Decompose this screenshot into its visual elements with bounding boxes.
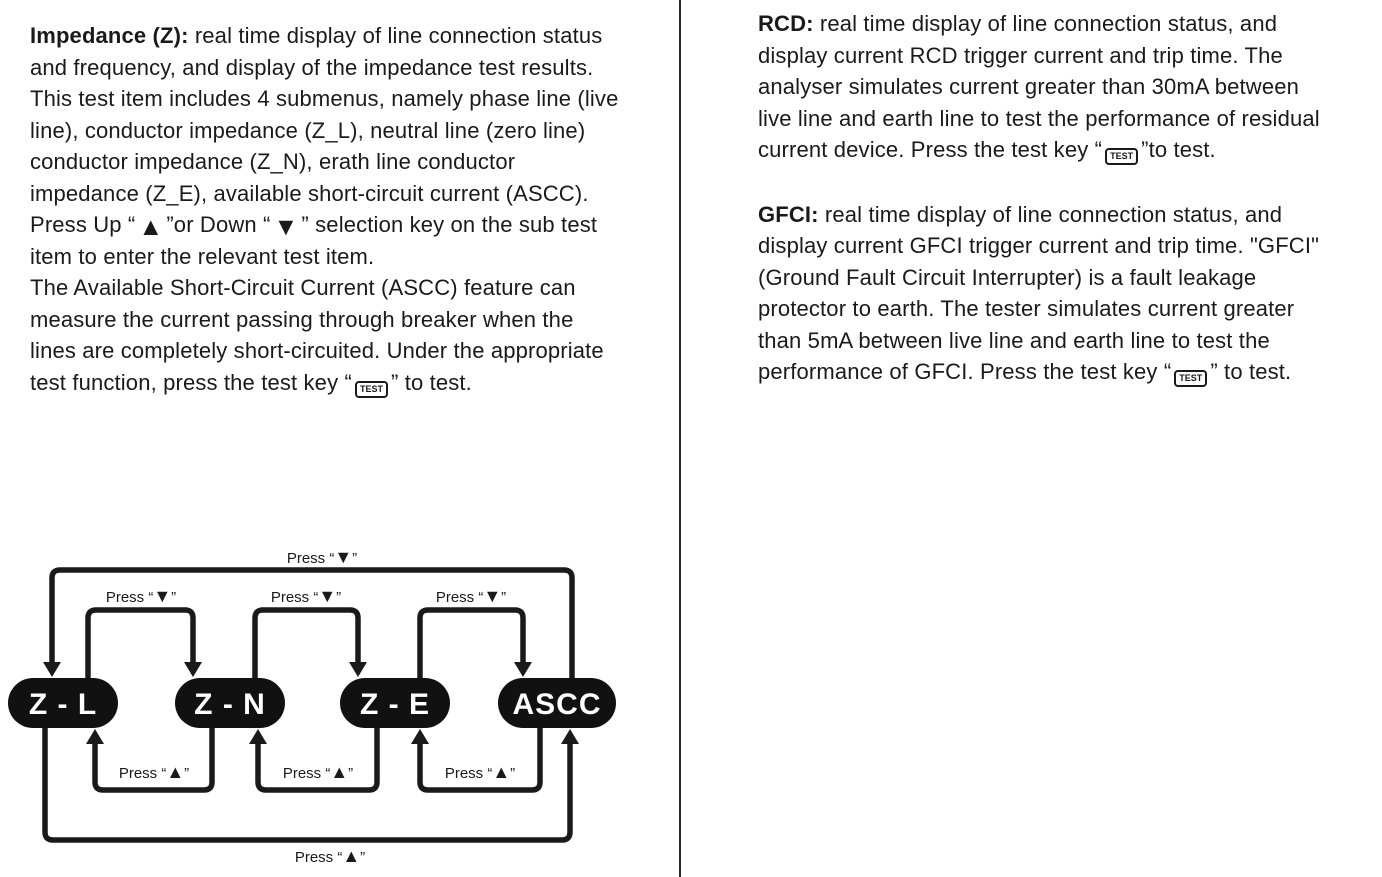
rcd-paragraph: RCD: real time display of line connectio… bbox=[758, 8, 1338, 166]
ascc-note-2: ” to test. bbox=[390, 369, 472, 395]
impedance-body-3: ” selection key on the sub test item to … bbox=[30, 212, 598, 269]
arrow-up-ze-zn bbox=[249, 728, 380, 793]
submenu-diagram-svg: Press “▼” Press “▼” Press “▼” Press “▼” … bbox=[8, 547, 616, 866]
arrow-down-zn-ze bbox=[252, 607, 367, 678]
up-arrowhead-icon bbox=[561, 729, 579, 744]
ascc-note-1: The Available Short-Circuit Current (ASC… bbox=[30, 275, 604, 395]
gfci-heading: GFCI: bbox=[758, 201, 819, 227]
gfci-body-1: real time display of line connection sta… bbox=[758, 201, 1320, 385]
node-z-l: Z - L bbox=[8, 678, 118, 728]
arrow-up-outer bbox=[42, 728, 579, 843]
arrow-down-zl-zn bbox=[85, 607, 202, 678]
up-arrowhead-icon bbox=[86, 729, 104, 744]
press-up-label-1: Press “▲” bbox=[119, 762, 189, 782]
node-z-n: Z - N bbox=[175, 678, 285, 728]
rcd-body-2: ”to test. bbox=[1141, 137, 1216, 162]
down-triangle-icon: ▼ bbox=[153, 586, 171, 606]
left-column: Impedance (Z): real time display of line… bbox=[30, 20, 620, 398]
impedance-submenu-diagram: Press “▼” Press “▼” Press “▼” Press “▼” … bbox=[0, 540, 660, 877]
impedance-paragraph: Impedance (Z): real time display of line… bbox=[30, 20, 620, 272]
up-triangle-icon: ▲ bbox=[342, 846, 360, 866]
test-key-icon: TEST bbox=[1174, 370, 1208, 387]
node-z-e-label: Z - E bbox=[360, 688, 430, 721]
rcd-heading: RCD: bbox=[758, 11, 814, 36]
node-ascc-label: ASCC bbox=[512, 688, 601, 721]
down-triangle-icon: ▼ bbox=[334, 547, 352, 567]
press-up-label-3: Press “▲” bbox=[445, 762, 515, 782]
up-triangle-icon: ▲ bbox=[330, 762, 348, 782]
up-arrowhead-icon bbox=[249, 729, 267, 744]
up-triangle-icon: ▲ bbox=[138, 213, 164, 241]
down-triangle-icon: ▼ bbox=[318, 586, 336, 606]
press-down-label-3: Press “▼” bbox=[436, 586, 506, 606]
up-triangle-icon: ▲ bbox=[166, 762, 184, 782]
impedance-body-1: real time display of line connection sta… bbox=[30, 23, 619, 237]
arrow-down-outer bbox=[43, 567, 575, 678]
up-arrowhead-icon bbox=[411, 729, 429, 744]
press-down-label-2: Press “▼” bbox=[271, 586, 341, 606]
impedance-body-2: ”or Down “ bbox=[166, 212, 271, 237]
node-z-l-label: Z - L bbox=[29, 688, 97, 721]
down-triangle-icon: ▼ bbox=[273, 213, 299, 241]
arrow-up-zn-zl bbox=[86, 728, 215, 793]
impedance-heading: Impedance (Z): bbox=[30, 23, 189, 48]
node-ascc: ASCC bbox=[498, 678, 616, 728]
column-divider bbox=[679, 0, 681, 877]
rcd-body-1: real time display of line connection sta… bbox=[758, 11, 1320, 162]
up-triangle-icon: ▲ bbox=[492, 762, 510, 782]
right-column: RCD: real time display of line connectio… bbox=[758, 8, 1338, 388]
node-z-e: Z - E bbox=[340, 678, 450, 728]
arrow-down-ze-ascc bbox=[417, 607, 532, 678]
arrow-up-ascc-ze bbox=[411, 728, 543, 793]
down-arrowhead-icon bbox=[43, 662, 61, 677]
gfci-body-2: ” to test. bbox=[1210, 359, 1292, 384]
down-triangle-icon: ▼ bbox=[483, 586, 501, 606]
down-arrowhead-icon bbox=[184, 662, 202, 677]
test-key-icon: TEST bbox=[1105, 148, 1139, 165]
gfci-paragraph: GFCI: real time display of line connecti… bbox=[758, 199, 1338, 388]
press-up-label-outer: Press “▲” bbox=[295, 846, 365, 866]
press-down-label-outer: Press “▼” bbox=[287, 547, 357, 567]
down-arrowhead-icon bbox=[349, 662, 367, 677]
down-arrowhead-icon bbox=[514, 662, 532, 677]
test-key-icon: TEST bbox=[354, 380, 388, 398]
node-z-n-label: Z - N bbox=[194, 688, 266, 721]
press-up-label-2: Press “▲” bbox=[283, 762, 353, 782]
press-down-label-1: Press “▼” bbox=[106, 586, 176, 606]
ascc-note-paragraph: The Available Short-Circuit Current (ASC… bbox=[30, 272, 620, 398]
